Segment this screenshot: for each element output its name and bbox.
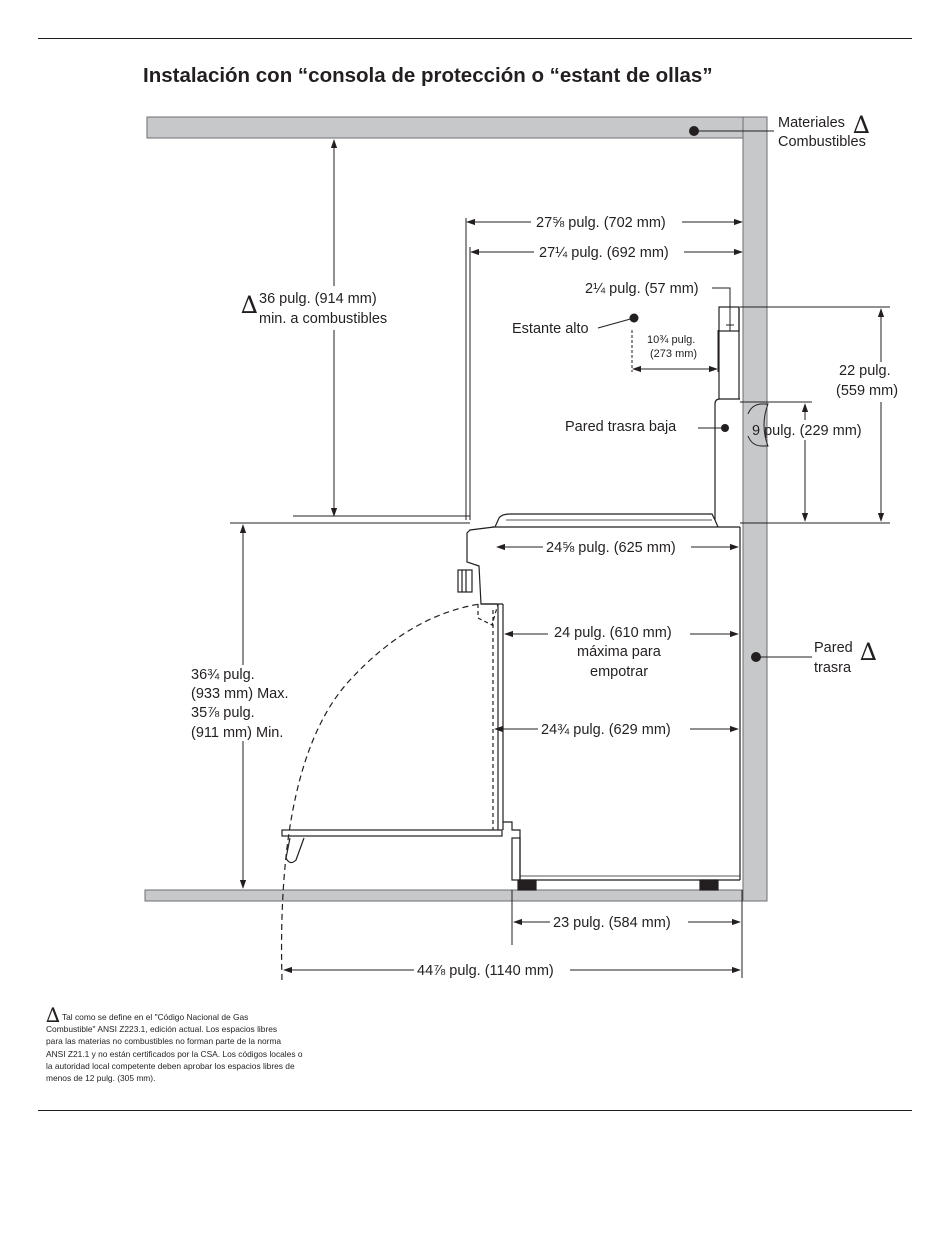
materiales-label: Materiales	[778, 115, 845, 131]
top-rule	[38, 38, 912, 39]
dim-10-3-4-line1: 10¾ pulg.	[647, 334, 695, 346]
delta-symbol-pared: ∆	[860, 638, 877, 666]
dim-22-line1: 22 pulg.	[839, 363, 891, 379]
pared-trasra-baja-label: Pared trasra baja	[565, 419, 677, 435]
footnote-line3: para las materias no combustibles no for…	[46, 1036, 282, 1047]
delta-symbol-materiales: ∆	[853, 111, 870, 139]
high-shelf-post	[718, 306, 740, 332]
rear-wall	[742, 116, 768, 902]
cooktop	[494, 513, 719, 528]
footnote-delta-symbol: ∆	[46, 1003, 60, 1027]
dim-24-line3: empotrar	[590, 664, 648, 680]
combustible-ceiling	[146, 116, 744, 139]
bottom-rule	[38, 1110, 912, 1111]
floor	[144, 889, 744, 902]
estante-alto-label: Estante alto	[512, 321, 589, 337]
dim-2-1-4-label: 2¼ pulg. (57 mm)	[585, 281, 699, 297]
footnote-line6: menos de 12 pulg. (305 mm).	[46, 1073, 156, 1084]
dim-height-line3: 35⅞ pulg.	[191, 705, 255, 721]
dim-9-bracket	[747, 403, 769, 447]
estante-alto-leader	[597, 317, 635, 329]
dim-44-7-8-label: 44⅞ pulg. (1140 mm)	[417, 963, 554, 979]
footnote-line2: Combustible" ANSI Z223.1, edición actual…	[46, 1024, 278, 1035]
footnote: ∆Tal como se define en el "Código Nacion…	[46, 1005, 346, 1084]
dim-height-line4: (911 mm) Min.	[191, 725, 283, 741]
open-door	[281, 829, 503, 837]
dim-24-5-8-label: 24⅝ pulg. (625 mm)	[546, 540, 676, 556]
control-knob	[457, 569, 473, 593]
delta-symbol-36: ∆	[241, 291, 258, 319]
dim-36-label-line2: min. a combustibles	[259, 311, 387, 327]
dim-36-label-line1: 36 pulg. (914 mm)	[259, 291, 377, 307]
door-swing-arc	[280, 603, 481, 981]
dim-2-1-4-leader	[712, 287, 731, 331]
dim-27-5-8-label: 27⅝ pulg. (702 mm)	[536, 215, 666, 231]
dim-23-label: 23 pulg. (584 mm)	[553, 915, 671, 931]
materiales-dot	[689, 126, 699, 136]
rear-foot	[699, 879, 719, 891]
estante-alto-dot	[629, 313, 639, 323]
footnote-line1: Tal como se define en el "Código Naciona…	[61, 1012, 249, 1022]
pared-label: Pared	[814, 640, 853, 656]
pared-baja-dot	[721, 424, 729, 432]
dim-22-line2: (559 mm)	[836, 383, 898, 399]
footnote-line5: la autoridad local competente deben apro…	[46, 1060, 295, 1071]
combustibles-label: Combustibles	[778, 134, 866, 150]
dim-9-label: 9 pulg. (229 mm)	[752, 423, 862, 439]
low-backguard	[714, 398, 740, 520]
trasra-label: trasra	[814, 660, 852, 676]
dim-height-line2: (933 mm) Max.	[191, 686, 289, 702]
page-title: Instalación con “consola de protección o…	[143, 64, 713, 87]
pared-trasra-dot	[751, 652, 761, 662]
dim-24-line2: máxima para	[577, 644, 662, 660]
dim-24-3-4-label: 24¾ pulg. (629 mm)	[541, 722, 671, 738]
walls	[144, 116, 768, 902]
dim-10-3-4-line2: (273 mm)	[650, 348, 697, 360]
dim-24-line1: 24 pulg. (610 mm)	[554, 625, 672, 641]
footnote-line4: ANSI Z21.1 y no están certificados por l…	[46, 1048, 303, 1059]
dim-height-line1: 36¾ pulg.	[191, 667, 255, 683]
dim-27-1-4-label: 27¼ pulg. (692 mm)	[539, 245, 669, 261]
range	[280, 306, 741, 981]
front-foot	[517, 879, 537, 891]
